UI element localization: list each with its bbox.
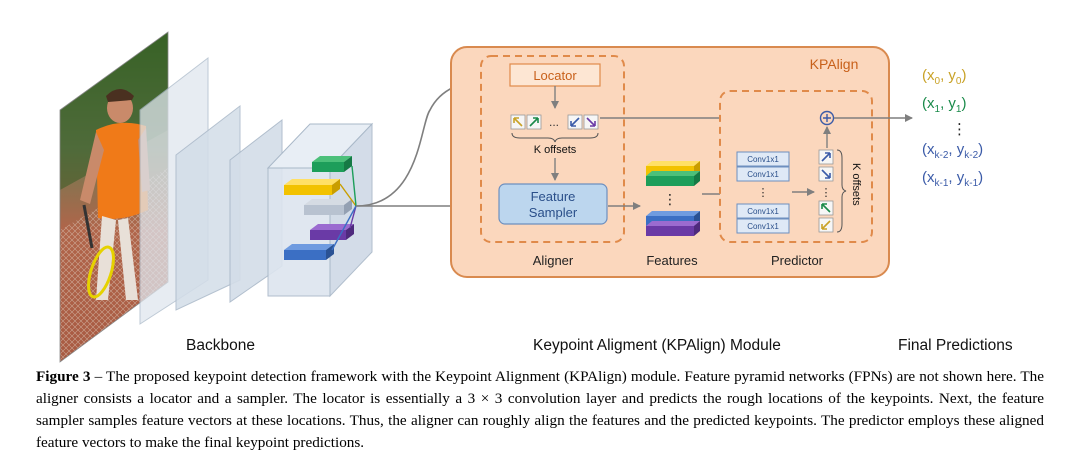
framework-diagram-svg: KPAlign Locator ... K offsets Feature Sa… xyxy=(59,31,913,363)
caption-text: – The proposed keypoint detection framew… xyxy=(36,368,1044,451)
output-coord-1: (x1, y1) xyxy=(922,95,967,115)
output-coord-0: (x0, y0) xyxy=(922,67,967,87)
conv-label-1: Conv1x1 xyxy=(747,155,779,164)
final-predictions-list: (x0, y0) (x1, y1) ⋮ (xk-2, yk-2) (xk-1, … xyxy=(922,65,983,195)
conv-label-3: Conv1x1 xyxy=(747,207,779,216)
feature-sampler-line2: Sampler xyxy=(529,205,578,220)
locator-label: Locator xyxy=(533,68,577,83)
module-label: Keypoint Aligment (KPAlign) Module xyxy=(533,337,781,354)
predictor-title: Predictor xyxy=(771,253,824,268)
figure-3-diagram: KPAlign Locator ... K offsets Feature Sa… xyxy=(59,31,1013,363)
figure-caption: Figure 3 – The proposed keypoint detecti… xyxy=(36,366,1044,454)
backbone-label: Backbone xyxy=(186,337,255,354)
features-dots: ⋮ xyxy=(663,191,677,207)
conv-dots: ⋮ xyxy=(758,187,769,199)
backbone-feature-cells xyxy=(284,156,357,260)
predictor-k-offsets-label: K offsets xyxy=(850,163,862,206)
conv-stack-top xyxy=(736,151,790,182)
feature-sampler-line1: Feature xyxy=(531,189,576,204)
features-stack xyxy=(646,161,700,236)
predictor-offset-icons xyxy=(818,149,834,233)
aligner-dots: ... xyxy=(549,115,559,129)
feature-sampler-box xyxy=(498,183,608,225)
conv-label-4: Conv1x1 xyxy=(747,222,779,231)
predictor-dots: ⋮ xyxy=(821,187,832,199)
output-coord-k-1: (xk-1, yk-1) xyxy=(922,169,984,189)
features-title: Features xyxy=(646,253,698,268)
conv-label-2: Conv1x1 xyxy=(747,170,779,179)
aligner-title: Aligner xyxy=(533,253,574,268)
final-predictions-label: Final Predictions xyxy=(898,337,1013,354)
output-coord-k-2: (xk-2, yk-2) xyxy=(922,141,984,161)
output-dots: ⋮ xyxy=(952,121,967,138)
conv-stack-bottom xyxy=(736,203,790,234)
caption-label: Figure 3 xyxy=(36,368,91,385)
kpalign-title: KPAlign xyxy=(810,56,859,72)
aligner-offset-icons xyxy=(510,114,599,130)
aligner-k-offsets-label: K offsets xyxy=(534,144,577,156)
